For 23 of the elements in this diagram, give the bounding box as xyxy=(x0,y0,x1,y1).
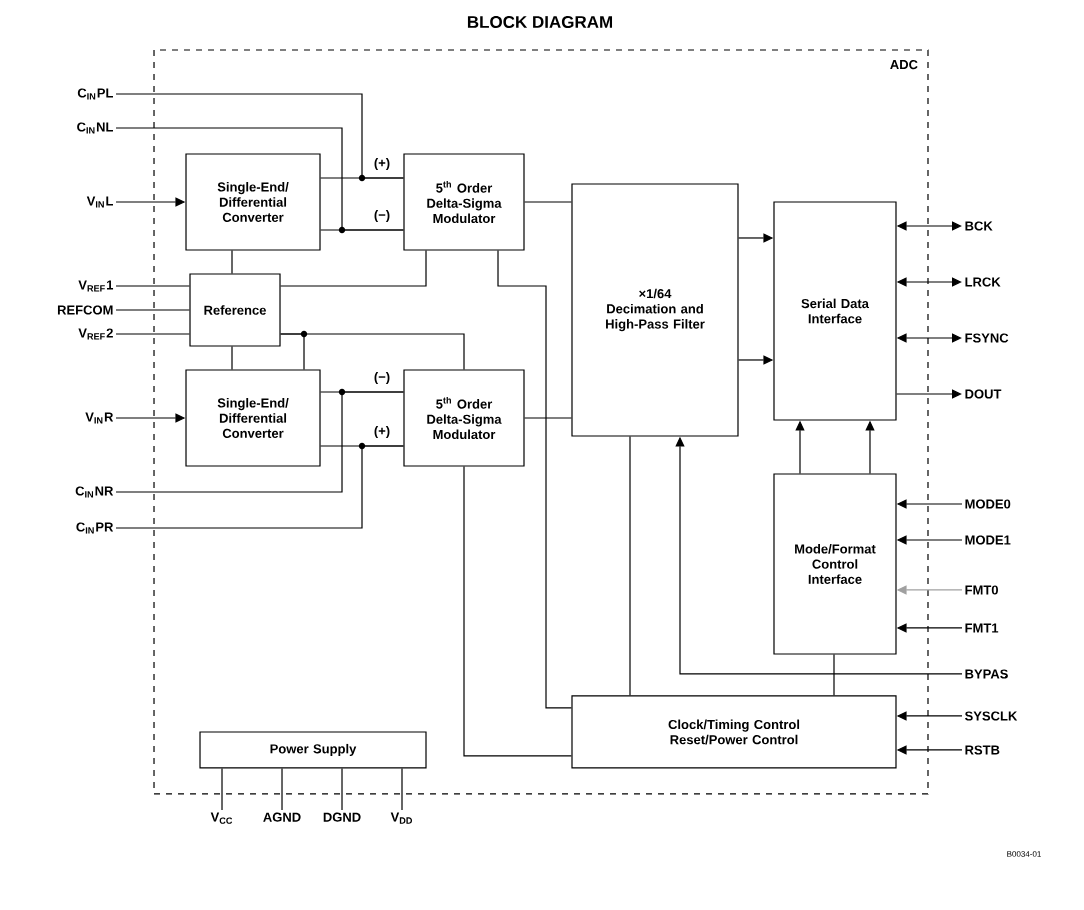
signal-line xyxy=(497,250,572,709)
signal-line xyxy=(115,445,404,529)
arrow xyxy=(896,389,962,399)
signal-line xyxy=(115,309,190,311)
diagram-title: BLOCK DIAGRAM xyxy=(467,16,612,28)
signal-line xyxy=(320,177,404,179)
signal-line xyxy=(280,250,427,287)
signal-line xyxy=(231,250,233,274)
signal-line xyxy=(401,767,403,811)
signal-line xyxy=(281,767,283,811)
signal-line xyxy=(115,391,404,493)
signal-line xyxy=(115,285,190,287)
signal-line xyxy=(231,345,233,370)
signal-line xyxy=(463,465,572,757)
signal-line xyxy=(524,201,572,203)
signal-line xyxy=(629,435,631,696)
signal-line xyxy=(524,417,572,419)
signal-line xyxy=(115,333,190,335)
signal-line xyxy=(341,767,343,811)
signal-line xyxy=(833,653,835,696)
signal-line xyxy=(280,333,465,370)
signal-line xyxy=(320,229,404,231)
signal-line xyxy=(221,767,223,811)
